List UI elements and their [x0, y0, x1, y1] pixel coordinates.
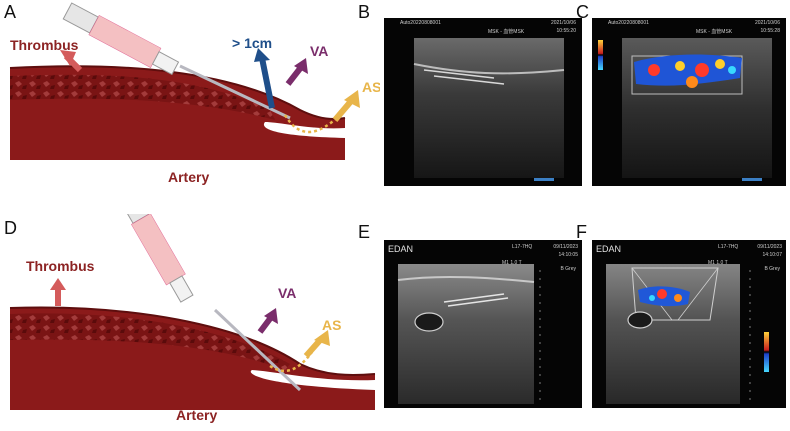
panel-a-letter: A: [4, 2, 17, 22]
panel-f-probe: L17-7HQ: [718, 244, 739, 250]
panel-f-mode: B Grey: [764, 266, 780, 272]
panel-c-letter: C: [576, 2, 589, 22]
panel-b-image: [413, 38, 565, 181]
color-scale-bar: [598, 40, 603, 70]
as-label: AS: [362, 79, 380, 95]
panel-d-letter: D: [4, 218, 17, 238]
panel-b-header-left: Auto20220808001: [400, 20, 441, 26]
panel-e-preset: M1 1.0 T: [502, 260, 522, 266]
panel-b-ultrasound: Auto20220808001 2021/10/06 MSK - 血管MSK 1…: [384, 18, 582, 186]
panel-e-brand: EDAN: [388, 244, 414, 254]
panel-e-time: 14:10:05: [558, 252, 578, 258]
as-label: AS: [322, 317, 341, 333]
panel-c-header-mid: MSK - 血管MSK: [696, 29, 733, 35]
artery-label: Artery: [168, 169, 209, 185]
color-scale-bar: [764, 332, 769, 372]
panel-e-image: [397, 264, 541, 404]
panel-f-time: 14:10:07: [762, 252, 782, 258]
panel-f-preset: M1 1.0 T: [708, 260, 728, 266]
panel-c-header-right: 2021/10/06: [754, 20, 780, 26]
panel-e-mode: B Grey: [560, 266, 576, 272]
thrombus-label: Thrombus: [10, 37, 79, 53]
panel-b-letter: B: [358, 2, 371, 22]
panel-c-time: 10:55:28: [760, 28, 780, 34]
panel-f-brand: EDAN: [596, 244, 622, 254]
panel-b-header-mid: MSK - 血管MSK: [488, 29, 525, 35]
panel-f-ultrasound: EDAN L17-7HQ 09/11/2023 14:10:07 M1 1.0 …: [592, 240, 786, 408]
panel-e-ultrasound: EDAN L17-7HQ 09/11/2023 14:10:05 M1 1.0 …: [384, 240, 582, 408]
panel-b-time: 10:55:20: [556, 28, 576, 34]
panel-c-image: [598, 38, 772, 181]
va-label: VA: [310, 43, 328, 59]
syringe: [62, 2, 180, 76]
panel-e-letter: E: [358, 222, 371, 242]
doppler-box: [631, 267, 719, 321]
needle: [213, 308, 302, 392]
panel-c-header-left: Auto20220808001: [608, 20, 649, 26]
panel-a-diagram: A: [0, 0, 381, 200]
thrombus-label: Thrombus: [26, 258, 95, 274]
va-label: VA: [278, 285, 296, 301]
syringe: [118, 189, 194, 303]
panel-f-date: 09/11/2023: [757, 244, 782, 250]
artery-label: Artery: [176, 407, 217, 423]
panel-e-date: 09/11/2023: [553, 244, 578, 250]
thrombus-mass: [10, 74, 275, 120]
panel-e-probe: L17-7HQ: [512, 244, 533, 250]
panel-a-svg: Thrombus > 1cm VA AS Artery: [9, 2, 381, 185]
panel-b-header-right: 2021/10/06: [550, 20, 576, 26]
panel-f-letter: F: [576, 222, 587, 242]
needle: [179, 64, 291, 120]
panel-c-ultrasound: Auto20220808001 2021/10/06 MSK - 血管MSK 1…: [592, 18, 786, 186]
distance-label: > 1cm: [232, 35, 272, 51]
panel-d-diagram: D Thrombus VA AS Artery: [0, 189, 380, 426]
panel-f-image: [606, 264, 769, 404]
panel-d-svg: Thrombus VA AS Artery: [9, 189, 376, 423]
thrombus-mass: [10, 313, 290, 370]
